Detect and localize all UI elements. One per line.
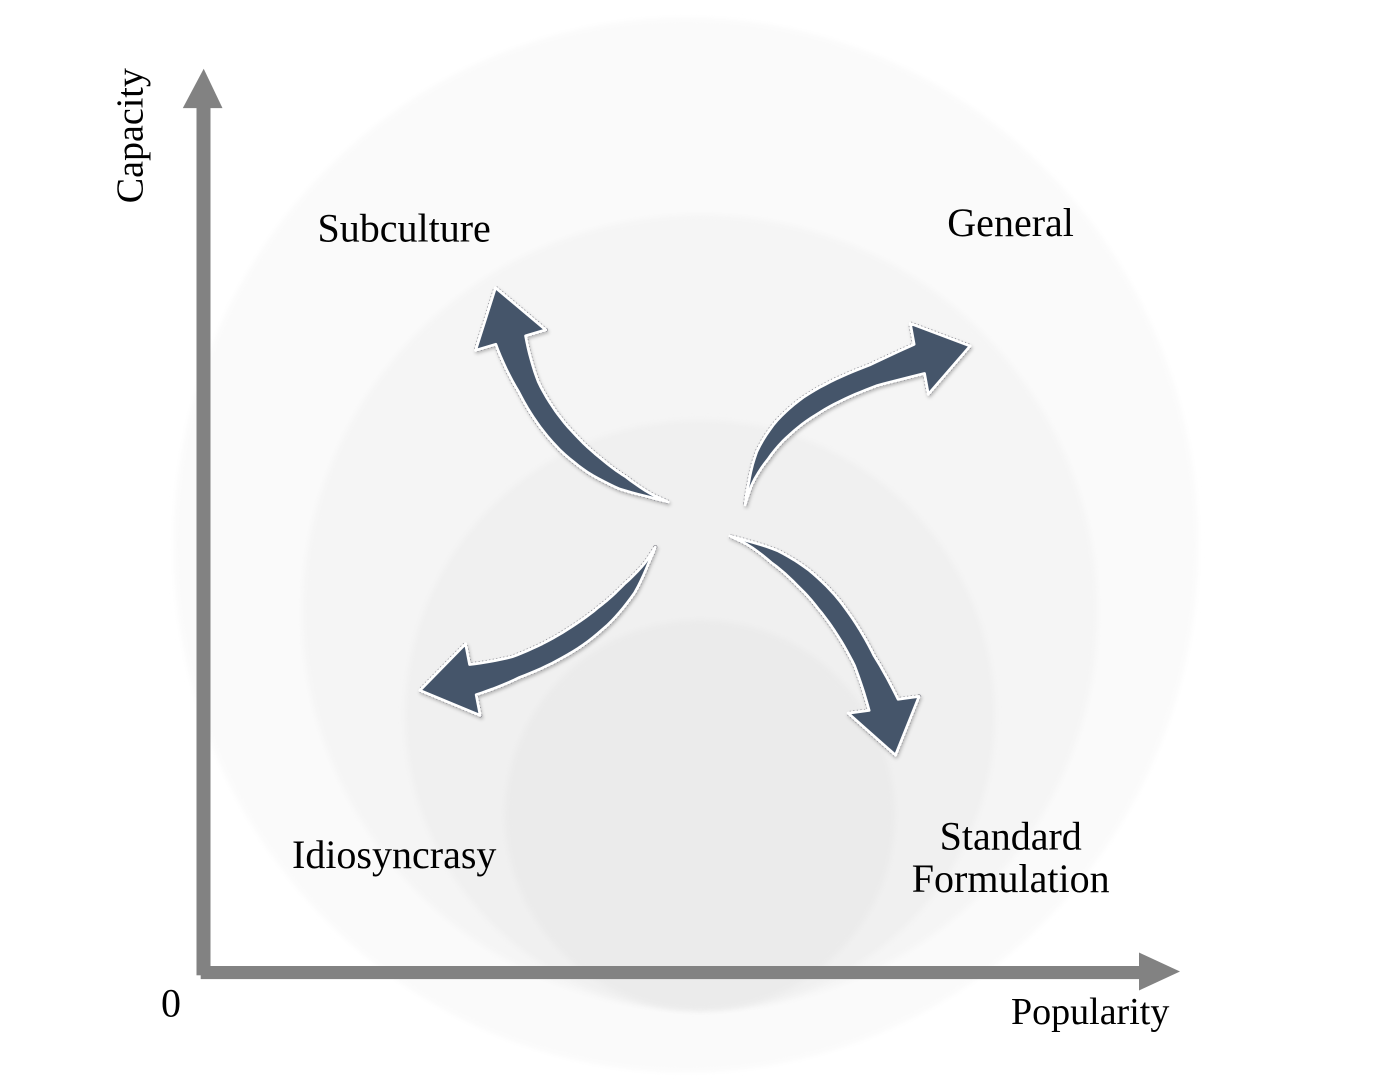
svg-text:Formulation: Formulation (912, 856, 1110, 901)
svg-text:Popularity: Popularity (1011, 991, 1169, 1033)
svg-text:Capacity: Capacity (110, 68, 152, 203)
svg-text:Standard: Standard (940, 814, 1082, 859)
svg-text:General: General (947, 200, 1074, 245)
svg-text:Idiosyncrasy: Idiosyncrasy (292, 832, 496, 877)
svg-text:Subculture: Subculture (318, 206, 491, 251)
svg-text:0: 0 (161, 981, 181, 1026)
